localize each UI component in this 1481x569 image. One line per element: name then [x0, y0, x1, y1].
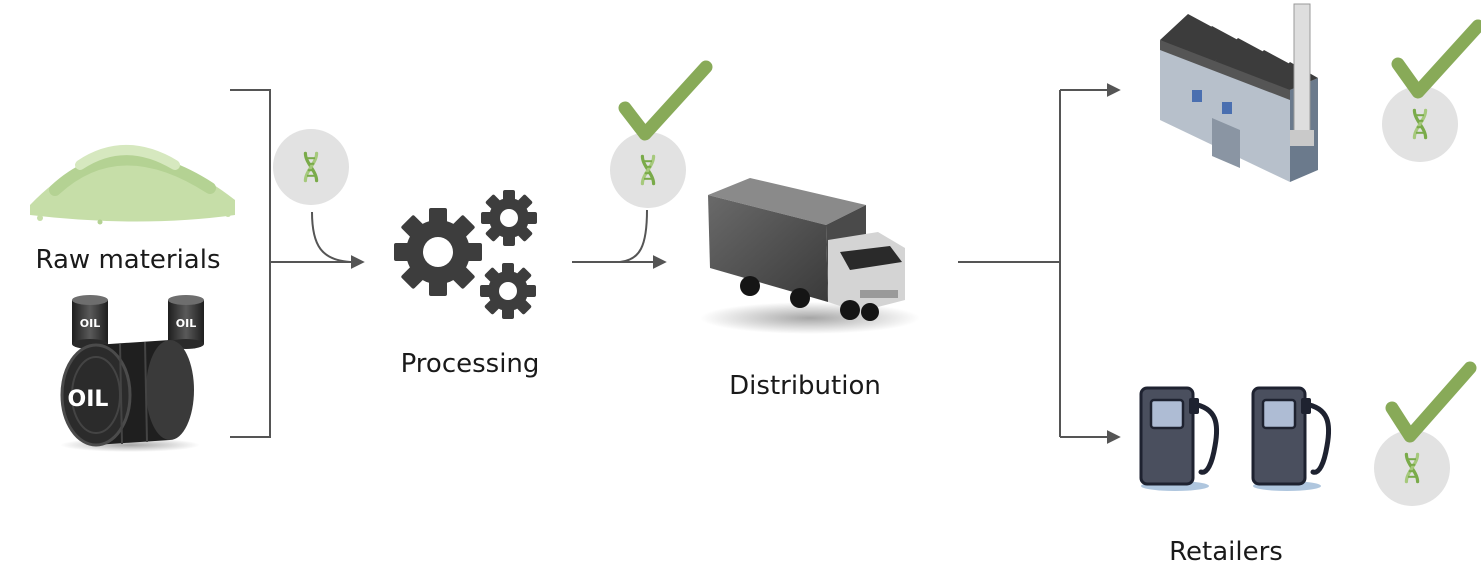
input-bracket [230, 89, 271, 438]
tracer-curve-2 [619, 209, 648, 263]
checkmark-icon [1385, 361, 1477, 443]
small-barrel-right-label: OIL [176, 317, 196, 330]
tracer-marker-2 [610, 132, 686, 208]
checkmark-icon [618, 60, 713, 141]
small-oil-barrel-right: OIL [168, 295, 204, 349]
truck-icon [700, 178, 920, 334]
retailers-label: Retailers [1169, 537, 1283, 567]
large-barrel-label: OIL [68, 387, 109, 412]
fuel-pump-icon [1253, 388, 1329, 491]
distribution-label: Distribution [729, 371, 881, 401]
processing-label: Processing [401, 349, 540, 379]
raw-materials-label: Raw materials [35, 245, 220, 275]
small-barrel-left-label: OIL [80, 317, 100, 330]
tracer-marker-4 [1374, 430, 1450, 506]
tracer-marker-3 [1382, 86, 1458, 162]
checkmark-icon [1391, 19, 1481, 99]
tracer-curve-1 [311, 211, 351, 263]
fuel-pump-icon [1141, 388, 1217, 491]
factory-icon [1160, 3, 1318, 182]
gears-icon [394, 190, 537, 319]
granules-pile [30, 145, 235, 225]
oil-barrels: OIL OIL OIL [60, 295, 204, 452]
tracer-marker-1 [273, 129, 349, 205]
small-oil-barrel-left: OIL [72, 295, 108, 349]
large-oil-barrel: OIL [60, 340, 200, 452]
